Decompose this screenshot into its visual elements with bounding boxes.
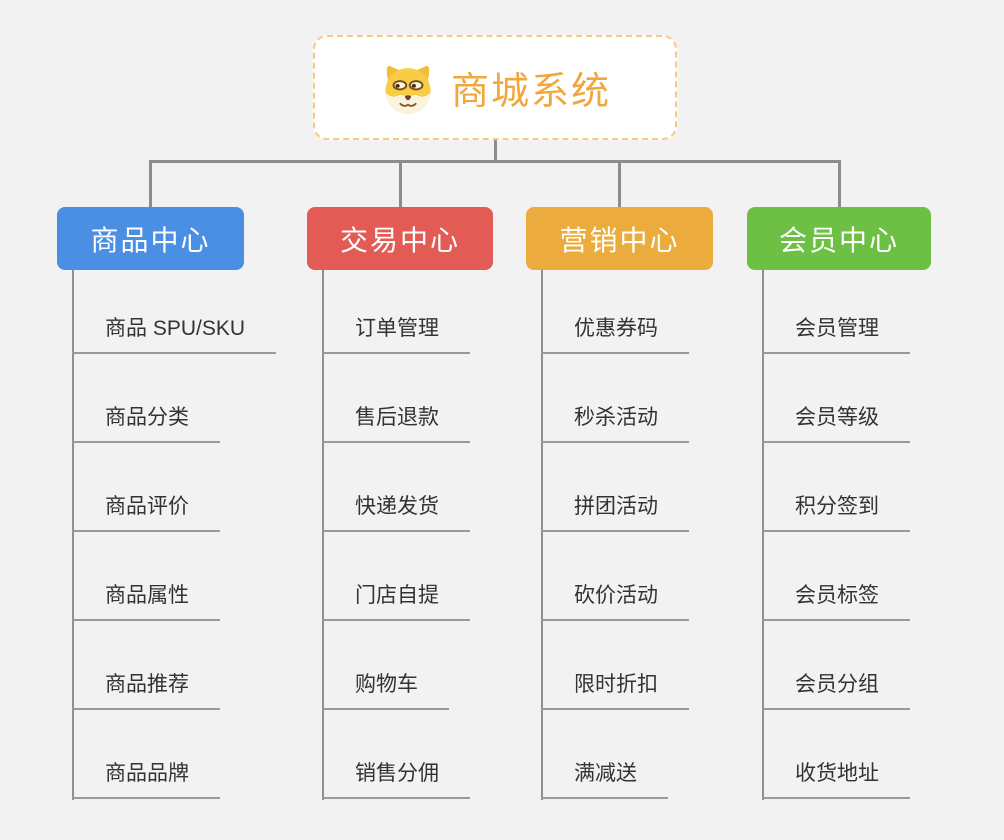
leaf-node[interactable]: 积分签到 (762, 493, 910, 532)
connector-stub-2 (398, 160, 402, 207)
leaf-node[interactable]: 商品分类 (72, 404, 220, 443)
root-node[interactable]: 商城系统 (313, 35, 677, 140)
leaf-node[interactable]: 商品品牌 (72, 760, 220, 799)
leaf-node[interactable]: 会员等级 (762, 404, 910, 443)
leaf-node[interactable]: 商品评价 (72, 493, 220, 532)
connector-stub-1 (149, 160, 152, 207)
leaf-node[interactable]: 秒杀活动 (541, 404, 689, 443)
leaf-node[interactable]: 购物车 (322, 671, 449, 710)
leaf-node[interactable]: 商品推荐 (72, 671, 220, 710)
branch-trunk-line-2 (322, 270, 324, 800)
connector-stub-4 (837, 160, 841, 207)
leaf-node[interactable]: 拼团活动 (541, 493, 689, 532)
leaf-node[interactable]: 会员标签 (762, 582, 910, 621)
branch-header-3[interactable]: 营销中心 (526, 207, 713, 270)
leaf-node[interactable]: 收货地址 (762, 760, 910, 799)
branch-header-1[interactable]: 商品中心 (57, 207, 244, 270)
leaf-node[interactable]: 满减送 (541, 760, 668, 799)
connector-stub-3 (618, 160, 621, 207)
leaf-node[interactable]: 会员分组 (762, 671, 910, 710)
leaf-node[interactable]: 销售分佣 (322, 760, 470, 799)
leaf-node[interactable]: 商品属性 (72, 582, 220, 621)
leaf-node[interactable]: 商品 SPU/SKU (72, 315, 277, 354)
leaf-node[interactable]: 订单管理 (322, 315, 470, 354)
leaf-node[interactable]: 门店自提 (322, 582, 470, 621)
leaf-node[interactable]: 快递发货 (322, 493, 470, 532)
connector-horizontal (149, 160, 840, 163)
branch-header-4[interactable]: 会员中心 (747, 207, 931, 270)
leaf-node[interactable]: 限时折扣 (541, 671, 689, 710)
branch-trunk-line-1 (72, 270, 74, 800)
leaf-node[interactable]: 会员管理 (762, 315, 910, 354)
branch-trunk-line-4 (762, 270, 764, 800)
leaf-node[interactable]: 优惠券码 (541, 315, 689, 354)
branch-trunk-line-3 (541, 270, 543, 800)
branch-header-2[interactable]: 交易中心 (307, 207, 493, 270)
connector-root-vertical (493, 140, 497, 163)
dog-face-icon (379, 60, 437, 116)
leaf-node[interactable]: 砍价活动 (541, 582, 689, 621)
leaf-node[interactable]: 售后退款 (322, 404, 470, 443)
root-title: 商城系统 (450, 71, 611, 113)
